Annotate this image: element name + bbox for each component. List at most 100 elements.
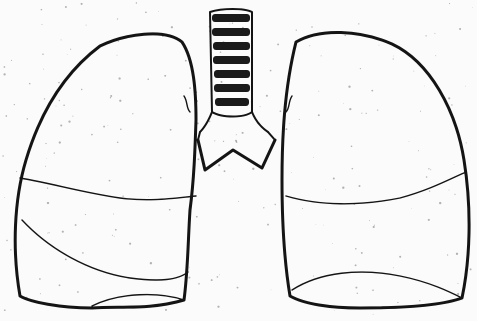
noise-speck [82, 252, 84, 254]
noise-speck [150, 262, 152, 264]
noise-speck [160, 177, 162, 179]
noise-speck [214, 140, 215, 141]
noise-speck [14, 104, 15, 105]
left-lung [15, 34, 196, 308]
noise-speck [59, 100, 60, 101]
noise-speck [409, 141, 410, 142]
noise-speck [357, 293, 358, 294]
noise-speck [371, 90, 373, 92]
noise-speck [236, 141, 238, 143]
noise-speck [46, 158, 47, 159]
noise-speck [41, 9, 43, 11]
noise-speck [103, 126, 105, 128]
noise-speck [164, 75, 166, 77]
noise-speck [374, 225, 375, 226]
noise-speck [44, 98, 45, 99]
noise-speck [197, 158, 199, 160]
noise-speck [449, 3, 450, 4]
noise-speck [81, 89, 82, 90]
noise-speck [236, 134, 237, 135]
noise-speck [47, 188, 48, 189]
noise-speck [129, 243, 131, 245]
noise-speck [454, 194, 455, 195]
noise-speck [47, 202, 49, 204]
noise-speck [70, 49, 71, 50]
noise-speck [136, 2, 137, 3]
noise-speck [429, 190, 430, 191]
noise-speck [109, 180, 111, 182]
noise-speck [42, 24, 43, 25]
noise-speck [188, 277, 190, 279]
noise-speck [342, 187, 344, 189]
noise-speck [43, 69, 44, 70]
noise-speck [81, 3, 83, 5]
noise-speck [63, 104, 65, 106]
noise-speck [291, 172, 292, 173]
noise-speck [56, 106, 57, 107]
noise-speck [85, 214, 86, 215]
noise-speck [318, 91, 319, 92]
noise-speck [472, 7, 473, 8]
noise-speck [158, 11, 159, 12]
noise-speck [447, 254, 448, 255]
noise-speck [379, 45, 380, 46]
noise-speck [344, 35, 345, 36]
noise-speck [351, 146, 353, 148]
noise-speck [58, 82, 59, 83]
noise-speck [60, 124, 62, 126]
noise-speck [16, 171, 17, 172]
noise-speck [270, 70, 272, 72]
noise-speck [110, 95, 112, 97]
noise-speck [420, 111, 421, 112]
noise-speck [65, 259, 67, 261]
noise-speck [334, 310, 335, 311]
noise-speck [6, 240, 7, 241]
noise-speck [189, 87, 191, 89]
noise-speck [238, 201, 239, 202]
noise-speck [113, 214, 114, 215]
noise-speck [217, 276, 219, 278]
noise-speck [424, 86, 425, 87]
noise-speck [355, 248, 357, 250]
noise-speck [68, 120, 70, 122]
noise-speck [217, 306, 219, 308]
noise-speck [332, 243, 333, 244]
noise-speck [323, 225, 324, 226]
noise-speck [3, 73, 5, 75]
noise-speck [355, 287, 357, 289]
noise-speck [360, 68, 361, 69]
noise-speck [118, 41, 119, 42]
noise-speck [419, 300, 420, 301]
noise-speck [221, 81, 223, 83]
noise-speck [267, 224, 269, 226]
noise-speck [54, 152, 55, 153]
noise-speck [349, 108, 351, 110]
noise-speck [220, 51, 221, 52]
noise-speck [170, 129, 172, 131]
noise-speck [120, 128, 122, 130]
noise-speck [457, 293, 459, 295]
noise-speck [454, 164, 455, 165]
noise-speck [411, 208, 412, 209]
noise-speck [418, 150, 419, 151]
noise-speck [313, 275, 314, 276]
noise-speck [252, 168, 254, 170]
noise-speck [122, 196, 123, 197]
noise-speck [399, 256, 401, 258]
noise-speck [45, 166, 46, 167]
noise-speck [40, 293, 41, 294]
noise-speck [65, 6, 67, 8]
noise-speck [230, 23, 231, 24]
noise-speck [29, 83, 31, 85]
noise-speck [233, 179, 234, 180]
noise-speck [377, 109, 378, 110]
noise-speck [373, 314, 374, 315]
noise-speck [165, 309, 167, 311]
noise-speck [266, 95, 268, 97]
noise-speck [72, 116, 73, 117]
noise-speck [108, 125, 109, 126]
noise-speck [260, 106, 261, 107]
noise-speck [359, 185, 361, 187]
noise-speck [348, 86, 350, 88]
